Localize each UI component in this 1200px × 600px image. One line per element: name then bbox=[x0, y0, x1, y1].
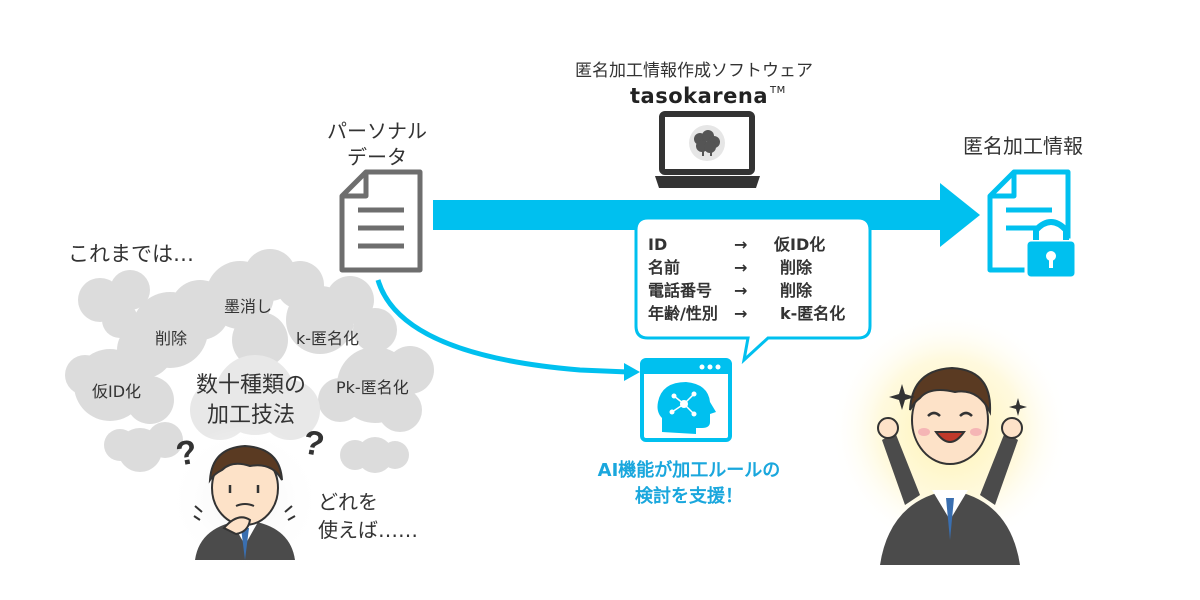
rule-row: 名前 → 削除 bbox=[648, 256, 880, 279]
anonymized-info-label: 匿名加工情報 bbox=[963, 134, 1083, 158]
rule-row: 年齢/性別 → k-匿名化 bbox=[648, 302, 880, 325]
cloud-term: k-匿名化 bbox=[296, 329, 360, 348]
sparkle-icon bbox=[1009, 398, 1027, 416]
rule-field: 電話番号 bbox=[648, 281, 713, 300]
ai-support-line1: AI機能が加工ルールの bbox=[597, 460, 781, 481]
laptop-icon bbox=[655, 111, 760, 188]
before-label: これまでは… bbox=[68, 242, 194, 266]
rule-row: 電話番号 → 削除 bbox=[648, 279, 880, 302]
rule-arrow: → bbox=[734, 258, 748, 277]
methods-cloud bbox=[65, 249, 434, 473]
many-methods-line2: 加工技法 bbox=[206, 403, 295, 428]
trademark: TM bbox=[770, 85, 786, 96]
ai-flow-arrow bbox=[375, 279, 629, 375]
rule-field: 年齢/性別 bbox=[648, 304, 718, 323]
personal-data-line1: パーソナル bbox=[327, 119, 427, 143]
rule-action: k-匿名化 bbox=[780, 304, 846, 323]
sweat-lines-icon bbox=[193, 505, 203, 521]
cloud-term: 墨消し bbox=[224, 297, 273, 316]
personal-data-label: パーソナル データ bbox=[322, 118, 432, 170]
rule-field: 名前 bbox=[648, 258, 681, 277]
personal-data-document-icon bbox=[339, 169, 423, 273]
ai-window-icon bbox=[640, 358, 732, 442]
many-methods-line1: 数十種類の bbox=[195, 373, 306, 398]
rule-arrow: → bbox=[734, 281, 748, 300]
ai-head-icon bbox=[657, 382, 716, 434]
question-line1: どれを bbox=[318, 490, 378, 514]
cloud-term: 削除 bbox=[155, 329, 188, 348]
rule-action: 仮ID化 bbox=[774, 235, 826, 254]
worried-person-icon bbox=[195, 444, 295, 560]
cloud-term: 仮ID化 bbox=[92, 382, 142, 401]
rule-arrow: → bbox=[734, 304, 748, 323]
sheep-logo-icon bbox=[689, 125, 725, 161]
cloud-term: Pk-匿名化 bbox=[336, 378, 409, 397]
ai-support-text: AI機能が加工ルールの 検討を支援！ bbox=[554, 458, 824, 510]
software-title: 匿名加工情報作成ソフトウェア bbox=[575, 61, 813, 81]
many-methods-text: 数十種類の 加工技法 bbox=[186, 371, 316, 431]
rule-field: ID bbox=[648, 235, 668, 254]
sparkle-icon bbox=[889, 384, 915, 410]
ai-support-line2: 検討を支援！ bbox=[635, 486, 743, 507]
personal-data-line2: データ bbox=[347, 145, 407, 169]
question-text: どれを 使えば…… bbox=[318, 488, 418, 544]
anonymized-document-lock-icon bbox=[987, 169, 1078, 280]
question-line2: 使えば…… bbox=[318, 518, 418, 542]
rule-arrow: → bbox=[734, 235, 748, 254]
rule-action: 削除 bbox=[780, 258, 813, 277]
rules-table: ID → 仮ID化 名前 → 削除 電話番号 → 削除 年齢/性別 → k-匿名… bbox=[648, 233, 880, 325]
brand-wordmark: tasokarena bbox=[630, 84, 768, 108]
rule-action: 削除 bbox=[780, 281, 813, 300]
rule-row: ID → 仮ID化 bbox=[648, 233, 880, 256]
rules-speech-bubble bbox=[634, 216, 872, 365]
happy-person-icon bbox=[877, 366, 1023, 565]
